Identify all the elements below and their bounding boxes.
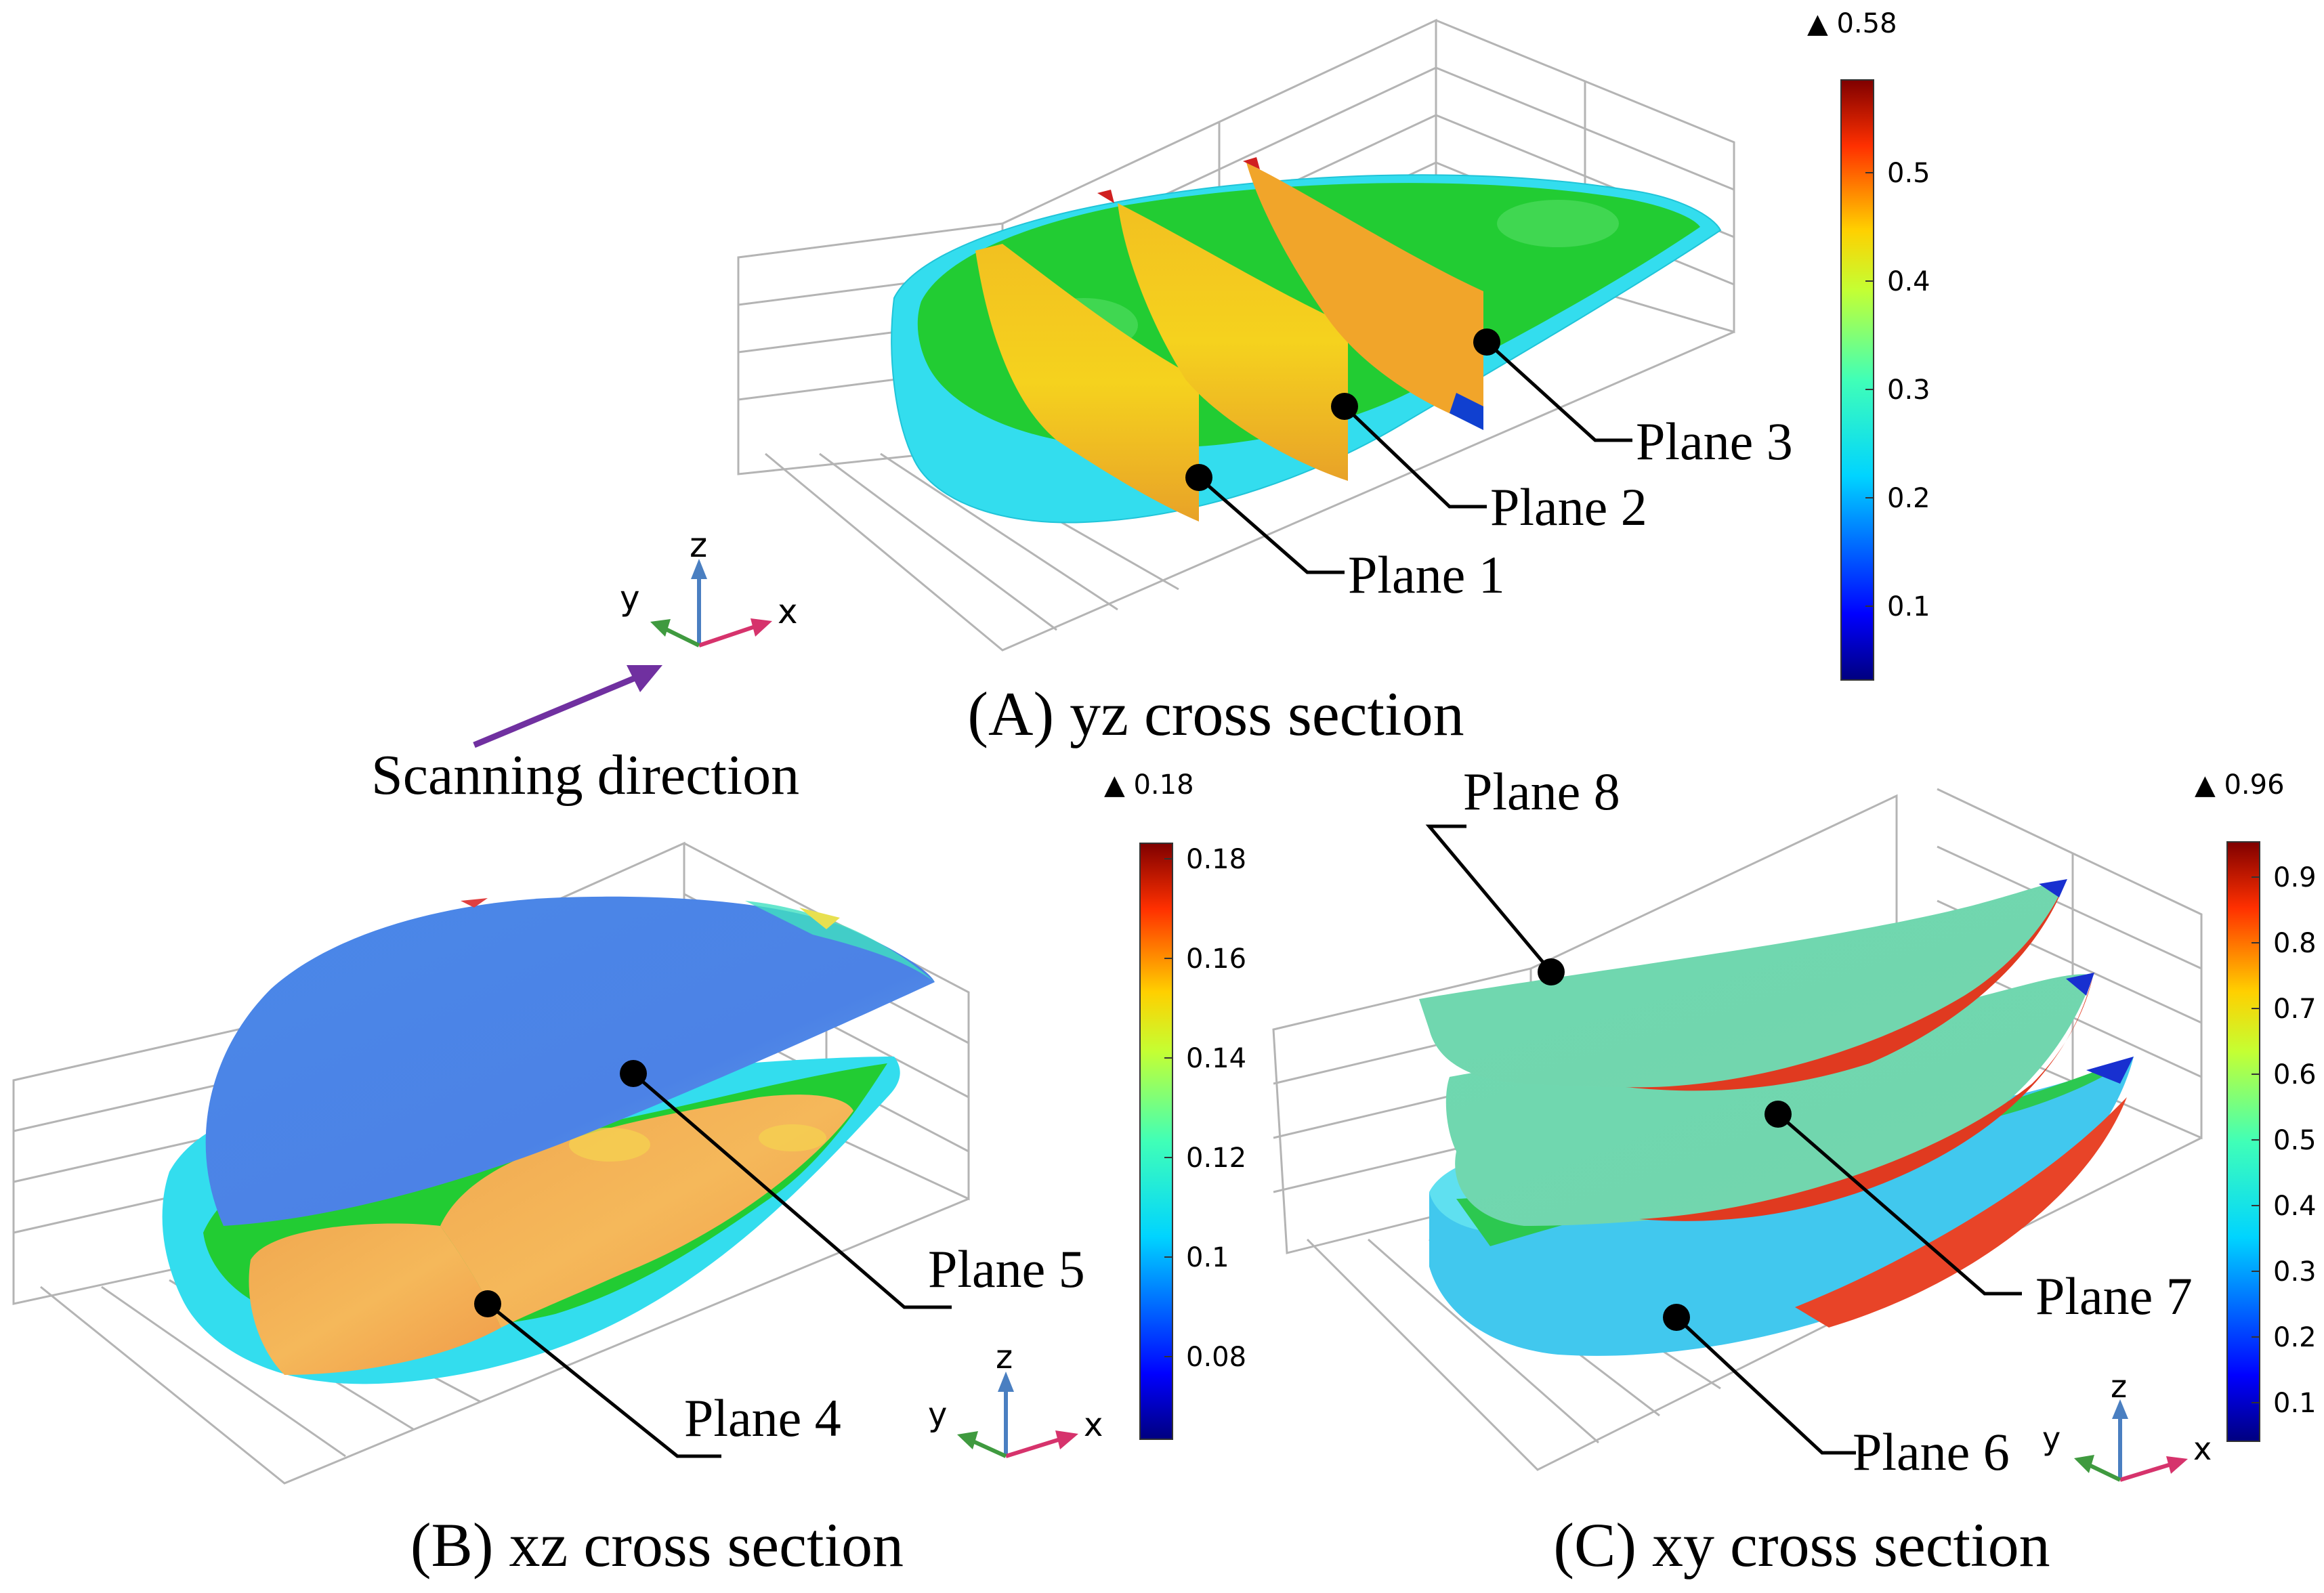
plane-7-marker <box>1765 1101 1792 1128</box>
panel-a-plane-3-section <box>1246 163 1483 427</box>
panel-a-axis-triad: z x y <box>620 526 798 647</box>
colorbar-tick-label: 0.7 <box>2273 994 2317 1025</box>
plane-8-label: Plane 8 <box>1463 762 1620 821</box>
colorbar-tick-label: 0.5 <box>2273 1125 2317 1156</box>
panel-c-caption: (C) xy cross section <box>1553 1510 2050 1579</box>
colorbar-tick-label: 0.6 <box>2273 1059 2317 1090</box>
colorbar-tick-label: 0.1 <box>1887 591 1930 622</box>
panel-c-plane-7-section <box>1445 974 2093 1226</box>
panel-c-colorbar-max: ▲ 0.96 <box>2195 769 2285 801</box>
panel-b-caption: (B) xz cross section <box>410 1510 904 1579</box>
panel-c-colorbar: ▲ 0.96 0.9 0.8 0.7 0.6 0.5 0.4 0.3 0.2 0.1 <box>2195 769 2317 1442</box>
colorbar-tick-label: 0.8 <box>2273 928 2317 959</box>
colorbar-tick-label: 0.5 <box>1887 158 1930 189</box>
colorbar-tick-label: 0.08 <box>1186 1342 1246 1373</box>
panel-b-xz-cross-section: Plane 5 Plane 4 z x y ▲ 0.18 0.180.160.1… <box>12 769 1246 1579</box>
colorbar-tick-label: 0.12 <box>1186 1143 1246 1174</box>
scanning-direction-label: Scanning direction <box>371 744 799 807</box>
panel-c-axis-triad: z x y <box>2042 1368 2212 1482</box>
scanning-direction: Scanning direction <box>371 665 799 807</box>
colorbar-tick-label: 0.4 <box>1887 266 1930 297</box>
colorbar-tick-label: 0.18 <box>1186 844 1246 875</box>
colorbar-tick-label: 0.2 <box>2273 1322 2317 1353</box>
panel-a-yz-cross-section: Plane 1 Plane 2 Plane 3 ▲ 0.58 0.5 0.4 0.3… <box>737 8 1930 748</box>
plane-5-label: Plane 5 <box>928 1239 1085 1298</box>
panel-c-axis-z: z <box>2111 1368 2127 1405</box>
panel-a-axis-x: x <box>778 592 798 631</box>
panel-b-colorbar: ▲ 0.18 0.18 0.16 0.14 0.12 0.1 0.08 <box>1104 769 1246 1440</box>
colorbar-tick-label: 0.3 <box>2273 1256 2317 1288</box>
plane-4-marker <box>474 1290 501 1317</box>
colorbar-tick-label: 0.1 <box>2273 1388 2317 1419</box>
plane-1-label: Plane 1 <box>1348 545 1505 604</box>
panel-a-caption: (A) yz cross section <box>967 679 1464 748</box>
plane-6-marker <box>1663 1304 1690 1331</box>
panel-a-colorbar: ▲ 0.58 0.5 0.4 0.3 0.2 0.1 <box>1807 8 1930 681</box>
plane-1-marker <box>1185 464 1212 491</box>
panel-a-plane-labels: Plane 1 Plane 2 Plane 3 <box>1185 328 1793 604</box>
colorbar-tick-label: 0.14 <box>1186 1043 1246 1074</box>
panel-b-plane-labels: Plane 5 Plane 4 <box>474 1060 1085 1458</box>
panel-b-axis-x: x <box>1084 1406 1103 1444</box>
plane-8-marker <box>1538 958 1565 985</box>
colorbar-tick-label: 0.9 <box>2273 862 2317 893</box>
panel-a-colorbar-max: ▲ 0.58 <box>1807 8 1897 39</box>
panel-c-axis-y: y <box>2042 1420 2061 1457</box>
plane-2-label: Plane 2 <box>1490 477 1647 536</box>
panel-b-axis-triad: z x y <box>928 1338 1103 1458</box>
plane-3-label: Plane 3 <box>1636 412 1793 471</box>
panel-c-plane-labels: Plane 8 Plane 7 Plane 6 <box>1425 762 2193 1481</box>
colorbar-tick-label: 0.2 <box>1887 483 1930 514</box>
colorbar-tick-label: 0.1 <box>1186 1242 1229 1273</box>
colorbar-tick-label: 0.16 <box>1186 943 1246 975</box>
panel-b-plane-4-section <box>249 1223 501 1375</box>
panel-c-axis-x: x <box>2193 1430 2212 1467</box>
plane-6-label: Plane 6 <box>1853 1422 2010 1481</box>
panel-c-colorbar-ticks: 0.9 0.8 0.7 0.6 0.5 0.4 0.3 0.2 0.1 <box>2252 862 2317 1419</box>
plane-5-marker <box>620 1060 647 1087</box>
panel-a-axis-z: z <box>690 526 707 565</box>
plane-2-marker <box>1331 393 1358 420</box>
panel-a-plane-2-section <box>1118 203 1348 481</box>
panel-a-axis-y: y <box>620 578 640 618</box>
panel-c-xy-cross-section: Plane 8 Plane 7 Plane 6 z x y ▲ 0.96 0.9… <box>1272 762 2317 1579</box>
panel-b-plane-5-section <box>205 896 935 1226</box>
plane-3-marker <box>1473 328 1500 356</box>
panel-a-colorbar-ticks: 0.5 0.4 0.3 0.2 0.1 <box>1865 158 1930 622</box>
panel-b-axis-z: z <box>996 1338 1013 1376</box>
plane-7-label: Plane 7 <box>2035 1267 2193 1325</box>
panel-b-colorbar-max: ▲ 0.18 <box>1104 769 1194 801</box>
panel-b-axis-y: y <box>928 1396 947 1434</box>
colorbar-tick-label: 0.3 <box>1887 375 1930 406</box>
panel-b-colorbar-ticks: 0.18 0.16 0.14 0.12 0.1 0.08 <box>1164 844 1246 1373</box>
colorbar-tick-label: 0.4 <box>2273 1191 2317 1222</box>
panel-a-plane-1-section <box>975 244 1199 522</box>
plane-4-label: Plane 4 <box>684 1388 841 1447</box>
